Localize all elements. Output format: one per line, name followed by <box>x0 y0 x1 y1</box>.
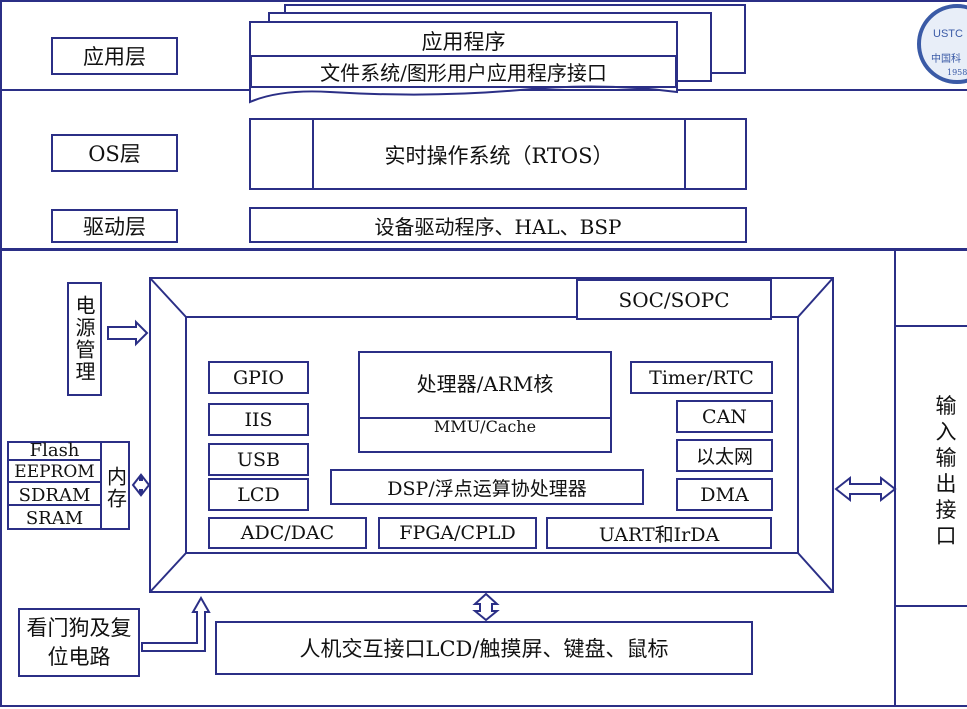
memory-arrow <box>131 473 151 497</box>
ethernet-module: 以太网 <box>676 439 773 472</box>
soc-title-box: SOC/SOPC <box>576 279 772 320</box>
logo-subtext: 中国科 <box>931 54 961 65</box>
processor-label: 处理器/ARM核 <box>416 372 554 396</box>
logo-year: 1958 <box>947 68 967 77</box>
hardware-layer-panel <box>0 249 967 707</box>
sdram-item: SDRAM <box>9 485 100 506</box>
can-module: CAN <box>676 400 773 433</box>
memory-label-divider <box>100 441 102 530</box>
hmi-arrow <box>472 592 500 622</box>
io-interface-box <box>894 325 967 607</box>
processor-box <box>358 351 612 453</box>
watchdog-line2: 位电路 <box>47 645 111 669</box>
mmu-divider <box>358 417 612 419</box>
sram-item: SRAM <box>25 508 84 529</box>
api-box: 文件系统/图形用户应用程序接口 <box>250 55 677 88</box>
mmu-label: MMU/Cache <box>433 417 537 436</box>
app-layer-label: 应用层 <box>51 37 178 75</box>
rtos-right-divider <box>684 118 686 190</box>
timer-rtc-module: Timer/RTC <box>630 361 773 394</box>
watchdog-box: 看门狗及复 位电路 <box>18 608 140 677</box>
usb-module: USB <box>208 443 309 476</box>
eeprom-item: EEPROM <box>9 462 100 483</box>
watchdog-arrow <box>141 595 211 652</box>
memory-label: 内存 <box>103 466 128 510</box>
fpga-cpld-module: FPGA/CPLD <box>378 517 537 549</box>
rtos-left-divider <box>312 118 314 190</box>
dma-module: DMA <box>676 478 773 511</box>
io-interface-panel <box>894 249 967 707</box>
io-interface-label: 输入输出接口 <box>935 394 957 548</box>
drivers-box: 设备驱动程序、HAL、BSP <box>249 207 747 243</box>
api-label: 文件系统/图形用户应用程序接口 <box>320 61 607 85</box>
gpio-module: GPIO <box>208 361 309 394</box>
flash-item: Flash <box>9 441 100 461</box>
power-management-box: 电源管理 <box>67 282 102 396</box>
rtos-box <box>249 118 747 190</box>
dsp-module: DSP/浮点运算协处理器 <box>330 469 644 505</box>
driver-layer-label: 驱动层 <box>51 209 178 243</box>
watchdog-line1: 看门狗及复 <box>26 616 132 640</box>
application-label: 应用程序 <box>421 30 506 54</box>
lcd-module: LCD <box>208 478 309 511</box>
logo-text: USTC <box>933 28 963 40</box>
adc-dac-module: ADC/DAC <box>208 517 367 549</box>
hmi-box: 人机交互接口LCD/触摸屏、键盘、鼠标 <box>215 621 753 675</box>
rtos-label: 实时操作系统（RTOS） <box>384 144 614 168</box>
power-arrow <box>107 319 149 347</box>
io-arrow <box>834 475 897 503</box>
os-layer-label: OS层 <box>51 134 178 172</box>
iis-module: IIS <box>208 403 309 436</box>
memory-group <box>7 441 130 530</box>
uart-irda-module: UART和IrDA <box>546 517 772 549</box>
